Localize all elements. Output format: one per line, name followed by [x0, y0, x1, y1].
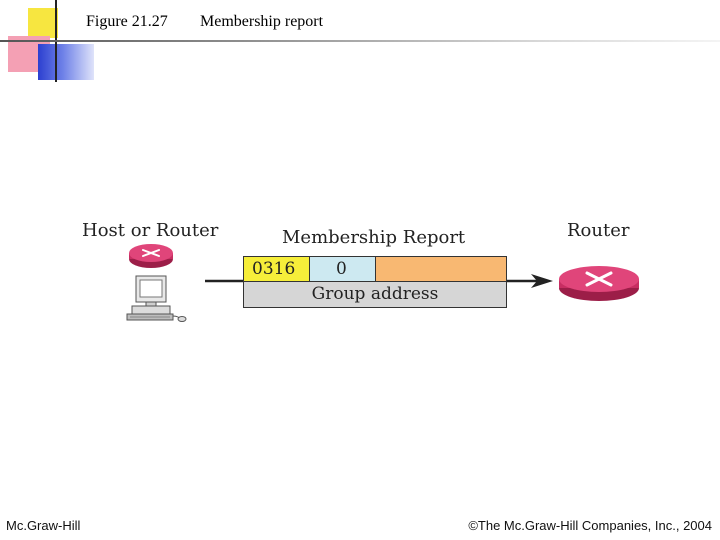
membership-report-packet: 0316 0 Group address — [243, 256, 507, 308]
corner-yellow-square — [28, 8, 58, 38]
host-label: Host or Router — [82, 220, 219, 241]
copyright-footer: ©The Mc.Graw-Hill Companies, Inc., 2004 — [468, 518, 712, 533]
figure-number: Figure 21.27 — [86, 13, 168, 30]
router-icon — [559, 266, 639, 301]
checksum-field — [376, 257, 506, 282]
router-label: Router — [567, 220, 630, 241]
zero-field: 0 — [310, 257, 376, 282]
computer-icon — [126, 275, 187, 322]
message-label: Membership Report — [282, 227, 466, 248]
header-rule — [0, 40, 720, 42]
group-address-field: Group address — [244, 282, 506, 307]
publisher-footer: Mc.Graw-Hill — [6, 518, 81, 533]
type-field: 0316 — [244, 257, 310, 282]
corner-blue-square — [38, 44, 94, 80]
router-icon — [129, 244, 173, 268]
figure-title: Membership report — [200, 13, 324, 30]
